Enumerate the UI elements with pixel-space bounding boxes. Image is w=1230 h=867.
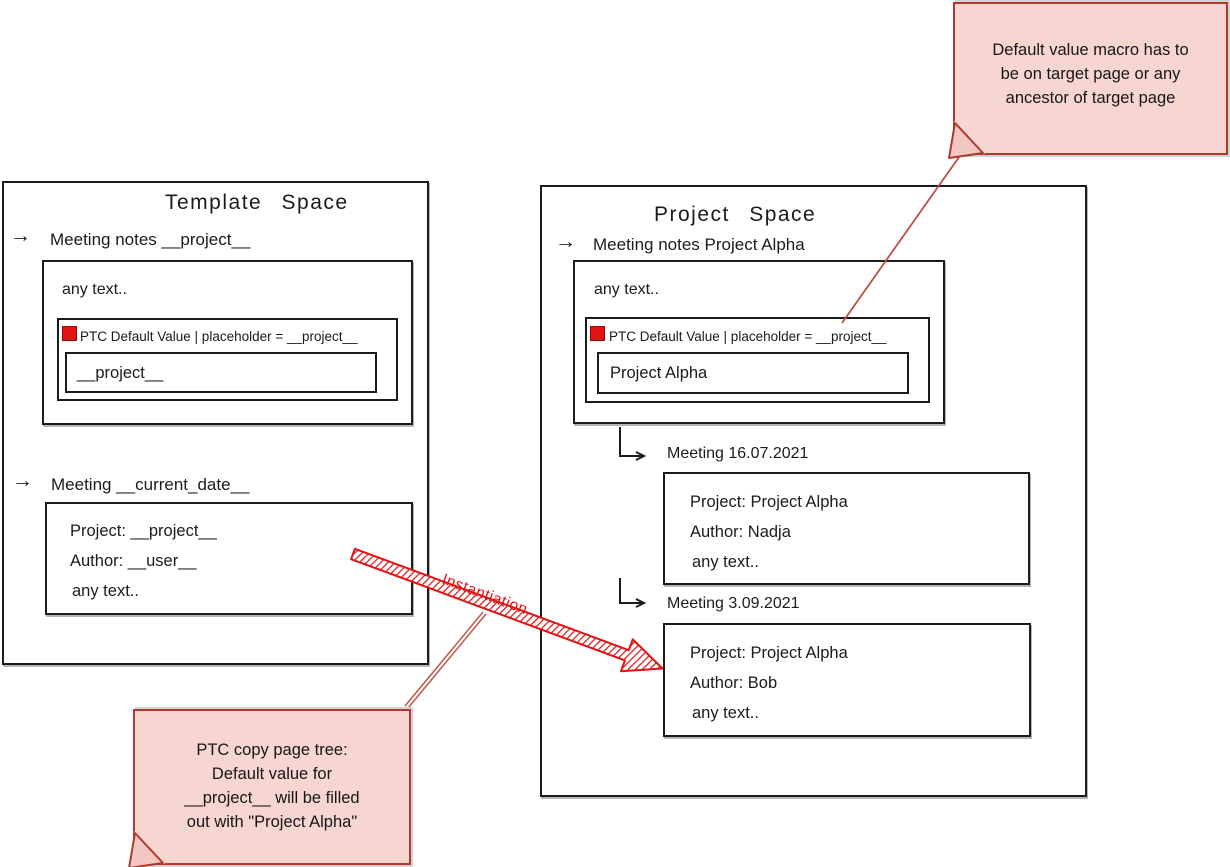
- page-title-meeting-notes-project: Meeting notes Project Alpha: [593, 235, 805, 254]
- macro-label: PTC Default Value | placeholder = __proj…: [609, 329, 887, 344]
- sticky-note-text: Default value macro has to be on target …: [992, 41, 1189, 107]
- macro-value: Project Alpha: [610, 364, 708, 382]
- field-line: Project: Project Alpha: [690, 644, 848, 662]
- macro-value-box: __project__: [65, 352, 377, 393]
- instantiation-label: Instantiation: [440, 571, 530, 618]
- macro-value-box: Project Alpha: [597, 352, 909, 394]
- default-value-macro: PTC Default Value | placeholder = __proj…: [57, 318, 398, 401]
- macro-value: __project__: [77, 364, 164, 382]
- page-content-box: any text.. PTC Default Value | placehold…: [573, 260, 945, 424]
- default-value-macro: PTC Default Value | placeholder = __proj…: [585, 317, 930, 403]
- body-text: any text..: [62, 281, 127, 298]
- macro-icon: [62, 326, 77, 341]
- template-space-title: Template Space: [165, 191, 349, 214]
- field-line: any text..: [692, 553, 759, 571]
- template-space-box: Template Space → Meeting notes __project…: [2, 181, 429, 665]
- note-fold-icon: [128, 831, 165, 867]
- child-page-title: Meeting 16.07.2021: [667, 445, 809, 462]
- sticky-note-top: Default value macro has to be on target …: [948, 2, 1228, 159]
- child-page-title: Meeting 3.09.2021: [667, 595, 800, 612]
- field-line: Project: Project Alpha: [690, 493, 848, 511]
- project-space-box: Project Space → Meeting notes Project Al…: [540, 185, 1087, 797]
- body-text: any text..: [594, 281, 659, 298]
- page-content-box: any text.. PTC Default Value | placehold…: [42, 260, 413, 425]
- field-line: any text..: [692, 704, 759, 722]
- project-space-title: Project Space: [654, 203, 817, 226]
- macro-icon: [590, 326, 605, 341]
- field-line: any text..: [72, 582, 139, 600]
- child-page-box: Project: Project Alpha Author: Bob any t…: [663, 623, 1031, 737]
- note-fold-icon: [948, 121, 985, 159]
- page-arrow-icon: →: [555, 230, 576, 253]
- sticky-note-bottom: PTC copy page tree: Default value for __…: [128, 709, 411, 867]
- page-title-meeting-template: Meeting __current_date__: [51, 475, 250, 494]
- field-line: Author: Bob: [690, 674, 778, 692]
- field-line: Author: __user__: [70, 552, 197, 570]
- page-arrow-icon: →: [12, 469, 33, 492]
- field-line: Author: Nadja: [690, 523, 791, 541]
- meeting-page-box: Project: __project__ Author: __user__ an…: [45, 502, 413, 615]
- sticky-note-text: PTC copy page tree: Default value for __…: [184, 741, 360, 831]
- macro-label: PTC Default Value | placeholder = __proj…: [80, 329, 358, 344]
- page-title-meeting-notes-template: Meeting notes __project__: [50, 230, 251, 249]
- child-page-box: Project: Project Alpha Author: Nadja any…: [663, 472, 1030, 585]
- field-line: Project: __project__: [70, 522, 217, 540]
- page-arrow-icon: →: [10, 224, 31, 247]
